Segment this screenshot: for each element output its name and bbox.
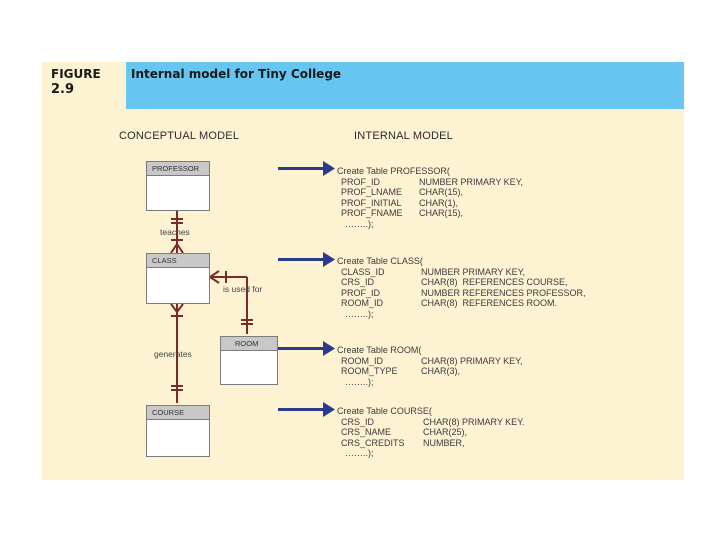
professor-arrow-shaft xyxy=(278,167,325,170)
column-name: PROF_INITIAL xyxy=(341,197,402,208)
column-type: CHAR(8) REFERENCES COURSE, xyxy=(421,277,568,287)
column-name: PROF_ID xyxy=(341,287,381,298)
course-row: CRS_CREDITS NUMBER, xyxy=(337,437,465,449)
course-end-line: ……..); xyxy=(345,448,374,458)
column-name: PROF_FNAME xyxy=(341,208,403,218)
used-for-crow-top xyxy=(209,270,220,278)
room-entity: ROOM xyxy=(220,336,278,385)
column-name: CRS_NAME xyxy=(341,427,392,437)
room-table-code: Create Table ROOM( ROOM_ID CHAR(8) PRIMAR… xyxy=(337,345,523,387)
class-arrow-head xyxy=(323,252,335,267)
generates-crow-right xyxy=(176,303,184,313)
class-entity-name: CLASS xyxy=(147,254,209,268)
column-type: NUMBER PRIMARY KEY, xyxy=(421,266,526,277)
teaches-label: teaches xyxy=(160,227,190,237)
figure-title-bar: Internal model for Tiny College xyxy=(126,62,684,109)
room-row: ROOM_ID CHAR(8) PRIMARY KEY, xyxy=(337,355,523,367)
column-type: CHAR(8) REFERENCES ROOM. xyxy=(421,298,558,308)
professor-create-line: Create Table PROFESSOR( xyxy=(337,166,450,176)
room-end-line: ……..); xyxy=(345,376,374,387)
professor-table-code: Create Table PROFESSOR( PROF_ID NUMBER PR… xyxy=(337,166,523,229)
course-create-line: Create Table COURSE( xyxy=(337,406,432,416)
used-for-crow-bottom xyxy=(209,276,220,284)
column-name: ROOM_ID xyxy=(341,355,384,366)
column-type: CHAR(3), xyxy=(421,366,461,376)
room-entity-name: ROOM xyxy=(221,337,277,351)
column-name: CLASS_ID xyxy=(341,266,385,277)
figure-header: FIGURE 2.9 Internal model for Tiny Colle… xyxy=(42,62,684,109)
course-table-code: Create Table COURSE( CRS_ID CHAR(8) PRIMA… xyxy=(337,406,525,459)
course-arrow-head xyxy=(323,402,335,417)
course-row: CRS_NAME CHAR(25), xyxy=(337,427,467,438)
room-arrow-head xyxy=(323,341,335,356)
column-type: NUMBER, xyxy=(423,437,465,448)
class-row: ROOM_ID CHAR(8) REFERENCES ROOM. xyxy=(337,298,557,309)
room-arrow-shaft xyxy=(278,347,325,350)
course-arrow-shaft xyxy=(278,408,325,411)
professor-row: PROF_LNAME CHAR(15), xyxy=(337,187,463,198)
course-entity-name: COURSE xyxy=(147,406,209,420)
class-table-code: Create Table CLASS( CLASS_ID NUMBER PRIMA… xyxy=(337,256,586,319)
class-arrow-shaft xyxy=(278,258,325,261)
teaches-crow-left xyxy=(170,243,178,254)
column-type: CHAR(15), xyxy=(419,208,464,218)
room-row: ROOM_TYPE CHAR(3), xyxy=(337,366,460,377)
generates-crow-left xyxy=(170,303,178,313)
professor-row: PROF_INITIAL CHAR(1), xyxy=(337,197,458,209)
class-row: PROF_ID NUMBER REFERENCES PROFESSOR, xyxy=(337,287,586,299)
class-create-line: Create Table CLASS( xyxy=(337,256,423,266)
column-name: CRS_CREDITS xyxy=(341,437,405,448)
column-name: PROF_ID xyxy=(341,176,381,187)
professor-arrow-head xyxy=(323,161,335,176)
class-entity: CLASS xyxy=(146,253,210,304)
professor-entity: PROFESSOR xyxy=(146,161,210,211)
figure-number: 2.9 xyxy=(51,82,75,97)
professor-end-line: ……..); xyxy=(345,218,374,229)
column-type: CHAR(8) PRIMARY KEY. xyxy=(423,416,525,427)
professor-row: PROF_ID NUMBER PRIMARY KEY, xyxy=(337,176,523,188)
column-name: CRS_ID xyxy=(341,277,375,287)
course-row: CRS_ID CHAR(8) PRIMARY KEY. xyxy=(337,416,525,428)
professor-row: PROF_FNAME CHAR(15), xyxy=(337,208,463,219)
column-type: CHAR(15), xyxy=(419,187,464,197)
column-name: CRS_ID xyxy=(341,416,375,427)
room-create-line: Create Table ROOM( xyxy=(337,345,422,355)
figure-title: Internal model for Tiny College xyxy=(131,67,342,81)
column-type: CHAR(8) PRIMARY KEY, xyxy=(421,355,523,366)
column-type: CHAR(25), xyxy=(423,427,468,437)
teaches-crow-right xyxy=(176,243,184,254)
conceptual-model-heading: CONCEPTUAL MODEL xyxy=(119,130,240,142)
figure-label: FIGURE xyxy=(51,67,101,81)
is-used-for-label: is used for xyxy=(223,284,263,294)
course-entity: COURSE xyxy=(146,405,210,457)
column-name: ROOM_TYPE xyxy=(341,366,398,376)
column-type: NUMBER PRIMARY KEY, xyxy=(419,176,524,187)
column-name: PROF_LNAME xyxy=(341,187,403,197)
figure-label-box: FIGURE 2.9 xyxy=(42,62,126,109)
column-type: NUMBER REFERENCES PROFESSOR, xyxy=(421,287,586,298)
generates-label: generates xyxy=(154,349,192,359)
internal-model-heading: INTERNAL MODEL xyxy=(354,130,453,142)
column-type: CHAR(1), xyxy=(419,197,459,208)
class-row: CLASS_ID NUMBER PRIMARY KEY, xyxy=(337,266,525,278)
professor-entity-name: PROFESSOR xyxy=(147,162,209,176)
class-end-line: ……..); xyxy=(345,308,374,319)
class-row: CRS_ID CHAR(8) REFERENCES COURSE, xyxy=(337,277,568,288)
column-name: ROOM_ID xyxy=(341,298,384,308)
